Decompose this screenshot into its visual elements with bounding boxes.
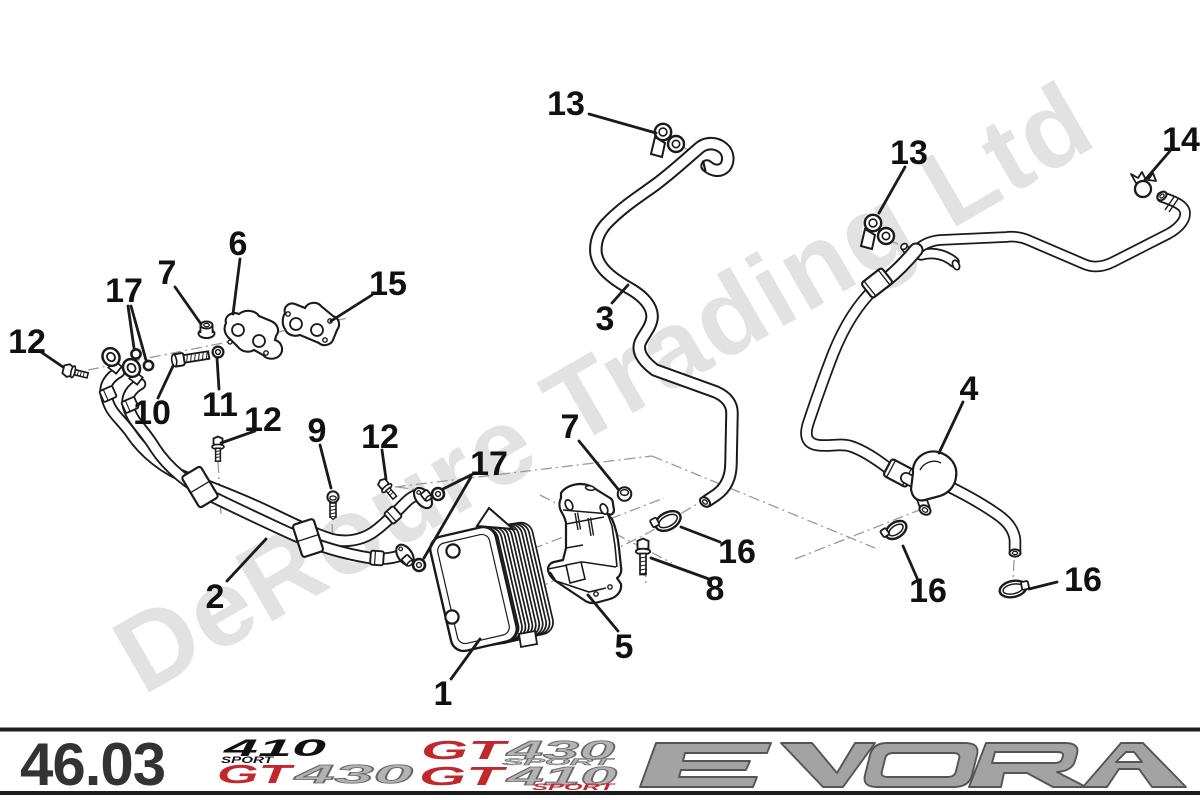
svg-text:7: 7 bbox=[561, 408, 580, 446]
svg-text:6: 6 bbox=[229, 225, 248, 263]
svg-text:14: 14 bbox=[1162, 121, 1200, 159]
svg-text:SPORT: SPORT bbox=[532, 782, 618, 792]
svg-text:3: 3 bbox=[596, 300, 615, 338]
svg-text:1: 1 bbox=[434, 675, 453, 713]
svg-text:12: 12 bbox=[8, 323, 46, 361]
svg-text:SPORT: SPORT bbox=[221, 755, 276, 765]
svg-text:17: 17 bbox=[470, 445, 508, 483]
svg-text:12: 12 bbox=[361, 418, 399, 456]
svg-text:410: 410 bbox=[504, 761, 618, 791]
svg-text:16: 16 bbox=[909, 572, 947, 610]
svg-text:9: 9 bbox=[308, 412, 327, 450]
svg-text:5: 5 bbox=[615, 628, 634, 666]
svg-text:8: 8 bbox=[706, 570, 725, 608]
svg-text:13: 13 bbox=[547, 85, 585, 123]
svg-text:16: 16 bbox=[718, 533, 756, 571]
svg-text:4: 4 bbox=[960, 370, 979, 408]
svg-text:10: 10 bbox=[133, 394, 171, 432]
svg-text:7: 7 bbox=[158, 254, 177, 292]
svg-text:11: 11 bbox=[202, 386, 238, 424]
svg-text:SPORT: SPORT bbox=[502, 757, 617, 767]
svg-text:430: 430 bbox=[292, 759, 414, 789]
svg-text:GT: GT bbox=[419, 761, 508, 791]
svg-text:410: 410 bbox=[221, 735, 327, 762]
svg-text:12: 12 bbox=[244, 401, 282, 439]
svg-text:13: 13 bbox=[890, 134, 928, 172]
svg-text:15: 15 bbox=[369, 265, 407, 303]
svg-text:GT: GT bbox=[217, 759, 295, 789]
svg-text:430: 430 bbox=[505, 735, 617, 765]
svg-text:2: 2 bbox=[206, 578, 225, 616]
svg-text:17: 17 bbox=[105, 272, 143, 310]
svg-text:46.03: 46.03 bbox=[20, 731, 165, 798]
svg-text:16: 16 bbox=[1064, 561, 1102, 599]
svg-text:GT: GT bbox=[421, 735, 510, 765]
